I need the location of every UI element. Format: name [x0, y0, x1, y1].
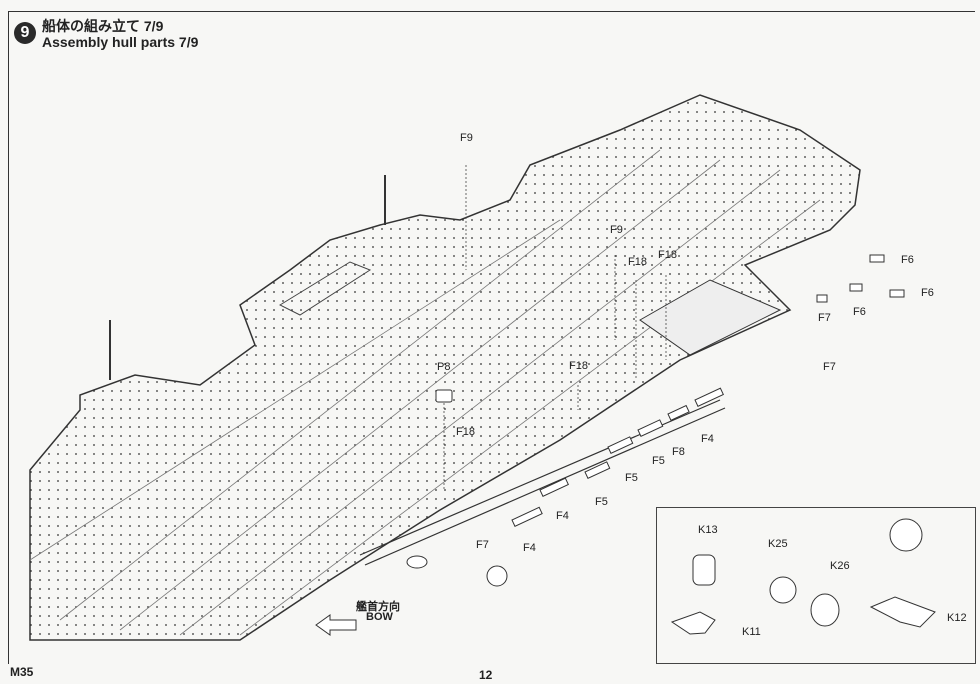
deck-lines — [29, 149, 821, 636]
label-k25: K25 — [768, 538, 788, 550]
label-f18: F18 — [628, 256, 647, 268]
label-f7: F7 — [476, 539, 489, 551]
step-number-badge: 9 — [14, 22, 36, 44]
bow-arrow-icon — [315, 614, 357, 636]
detail-inset — [656, 507, 976, 664]
label-f6: F6 — [853, 306, 866, 318]
label-f5: F5 — [652, 455, 665, 467]
label-f5: F5 — [625, 472, 638, 484]
title-jp: 船体の組み立て 7/9 — [42, 18, 164, 34]
label-f8: F8 — [672, 446, 685, 458]
page-frame — [8, 11, 975, 664]
elevator-outline — [278, 261, 372, 316]
label-k11: K11 — [742, 626, 761, 638]
parts — [406, 389, 508, 587]
label-f5: F5 — [595, 496, 608, 508]
label-f6: F6 — [921, 287, 934, 299]
label-k26: K26 — [830, 560, 850, 572]
label-f6: F6 — [901, 254, 914, 266]
part-strips — [511, 254, 905, 528]
label-f9: F9 — [460, 132, 473, 144]
label-k13: K13 — [698, 524, 718, 536]
step-header: 9 船体の組み立て 7/9 Assembly hull parts 7/9 — [14, 18, 198, 50]
bow-label-en: BOW — [366, 611, 393, 623]
label-p8: P8 — [437, 361, 451, 373]
flight-deck — [29, 94, 861, 641]
bow-label-jp: 艦首方向 — [356, 601, 400, 613]
label-f18: F18 — [456, 426, 475, 438]
inset-parts — [670, 518, 936, 635]
label-f4: F4 — [556, 510, 569, 522]
page-number: 12 — [479, 668, 493, 682]
leader-lines — [443, 165, 667, 490]
label-f4: F4 — [523, 542, 536, 554]
label-f18: F18 — [569, 360, 588, 372]
label-f4: F4 — [701, 433, 714, 445]
label-k12: K12 — [947, 612, 967, 624]
title-en: Assembly hull parts 7/9 — [42, 34, 199, 50]
label-f18: F18 — [658, 249, 677, 261]
model-code: M35 — [10, 665, 34, 679]
label-f7: F7 — [818, 312, 831, 324]
label-f9: F9 — [610, 224, 623, 236]
elevator-platform — [639, 279, 782, 356]
label-f7: F7 — [823, 361, 836, 373]
